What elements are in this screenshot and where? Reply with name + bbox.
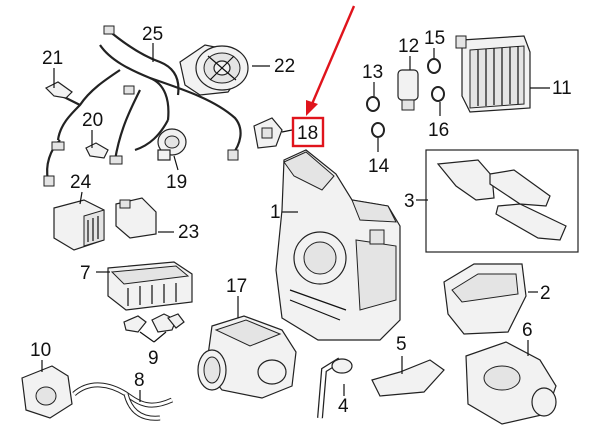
callout-11: 11 — [552, 78, 572, 99]
leader-lines — [41, 43, 550, 402]
part-22-blower-motor — [179, 44, 249, 96]
callout-14: 14 — [368, 156, 390, 177]
callout-12: 12 — [398, 36, 419, 57]
callout-8: 8 — [134, 370, 145, 391]
part-19-actuator — [157, 128, 187, 161]
callout-7: 7 — [80, 263, 91, 284]
highlight-box-18 — [291, 116, 325, 148]
part-9-pipe-clips — [123, 313, 185, 333]
callout-4: 4 — [338, 396, 349, 417]
part-16-o-ring — [431, 86, 445, 102]
part-7-heater-core — [107, 261, 193, 311]
part-10-housing-cover — [21, 365, 73, 419]
callout-16: 16 — [428, 120, 449, 141]
part-8-tube — [72, 382, 174, 421]
part-20-clip — [85, 142, 109, 159]
part-24-resistor — [53, 199, 105, 251]
callout-13: 13 — [362, 62, 383, 83]
callout-15: 15 — [424, 28, 445, 49]
part-5-duct — [371, 359, 445, 397]
part-11-evaporator — [455, 35, 531, 113]
callout-22: 22 — [274, 56, 295, 77]
callout-20: 20 — [82, 110, 103, 131]
part-2-filter-door — [443, 263, 527, 335]
part-3-gasket-set — [425, 149, 579, 253]
part-21-bracket — [44, 81, 73, 99]
callout-10: 10 — [30, 340, 51, 361]
part-17-blower-housing — [197, 315, 297, 399]
callout-3: 3 — [404, 191, 415, 212]
highlight-arrow — [306, 5, 356, 116]
callout-2: 2 — [540, 283, 551, 304]
part-12-expansion-valve — [397, 69, 419, 111]
callout-6: 6 — [522, 320, 533, 341]
callout-23: 23 — [178, 222, 199, 243]
callout-18: 18 — [297, 123, 318, 144]
part-25-wiring-harness — [43, 25, 242, 187]
callout-19: 19 — [166, 172, 187, 193]
part-18-module — [253, 117, 283, 149]
callout-24: 24 — [70, 172, 92, 193]
callout-labels: 1 2 3 4 5 6 7 8 9 10 11 12 13 14 15 16 1… — [30, 24, 572, 417]
callout-25: 25 — [142, 24, 163, 45]
callout-5: 5 — [396, 334, 407, 355]
callout-9: 9 — [148, 348, 159, 369]
part-15-o-ring — [427, 58, 441, 74]
callout-21: 21 — [42, 48, 63, 69]
part-1-hvac-case — [275, 149, 401, 341]
callout-1: 1 — [270, 202, 281, 223]
part-14-o-ring — [371, 122, 385, 138]
part-4-drain-hose — [317, 357, 353, 419]
callout-17: 17 — [226, 276, 247, 297]
part-23-control-module — [115, 197, 157, 239]
part-6-rear-blower — [465, 341, 557, 425]
part-13-o-ring — [366, 96, 380, 112]
